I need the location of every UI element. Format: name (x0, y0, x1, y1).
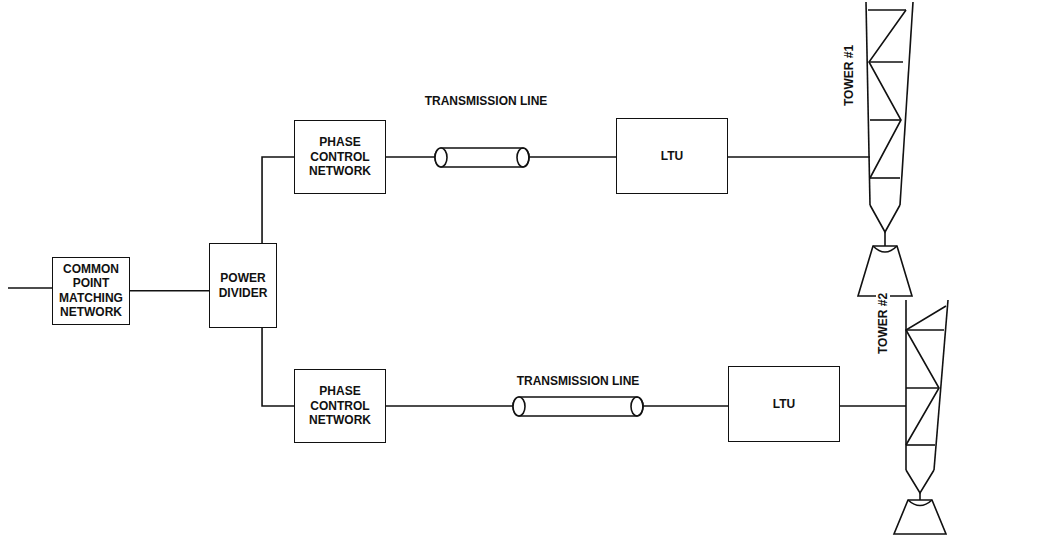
box-label: COMMON POINT MATCHING NETWORK (57, 262, 125, 320)
connector-line (262, 157, 294, 243)
ltu-box: LTU (616, 118, 728, 194)
tower-label: TOWER #2 (876, 291, 890, 356)
matching-network-box: COMMON POINT MATCHING NETWORK (52, 257, 130, 325)
connector-line (130, 290, 209, 292)
box-label: PHASE CONTROL NETWORK (299, 135, 381, 178)
box-label: LTU (773, 397, 795, 411)
coax-symbol (513, 397, 643, 416)
line-label: TRANSMISSION LINE (515, 374, 642, 388)
box-label: PHASE CONTROL NETWORK (299, 384, 381, 427)
phase-control-box: PHASE CONTROL NETWORK (294, 120, 386, 194)
power-divider-box: POWER DIVIDER (209, 243, 277, 328)
tower-illustration (894, 300, 948, 534)
box-label: LTU (661, 149, 683, 163)
line-label: TRANSMISSION LINE (423, 94, 550, 108)
feed-wire (840, 405, 906, 407)
box-label: POWER DIVIDER (214, 271, 272, 300)
phase-control-box: PHASE CONTROL NETWORK (294, 369, 386, 443)
connector-line (262, 328, 294, 406)
input-line (8, 287, 52, 289)
feed-wire (728, 156, 870, 158)
ltu-box: LTU (728, 366, 840, 442)
coax-symbol (435, 148, 529, 167)
tower-label: TOWER #1 (842, 43, 856, 108)
tower-illustration (858, 2, 913, 296)
